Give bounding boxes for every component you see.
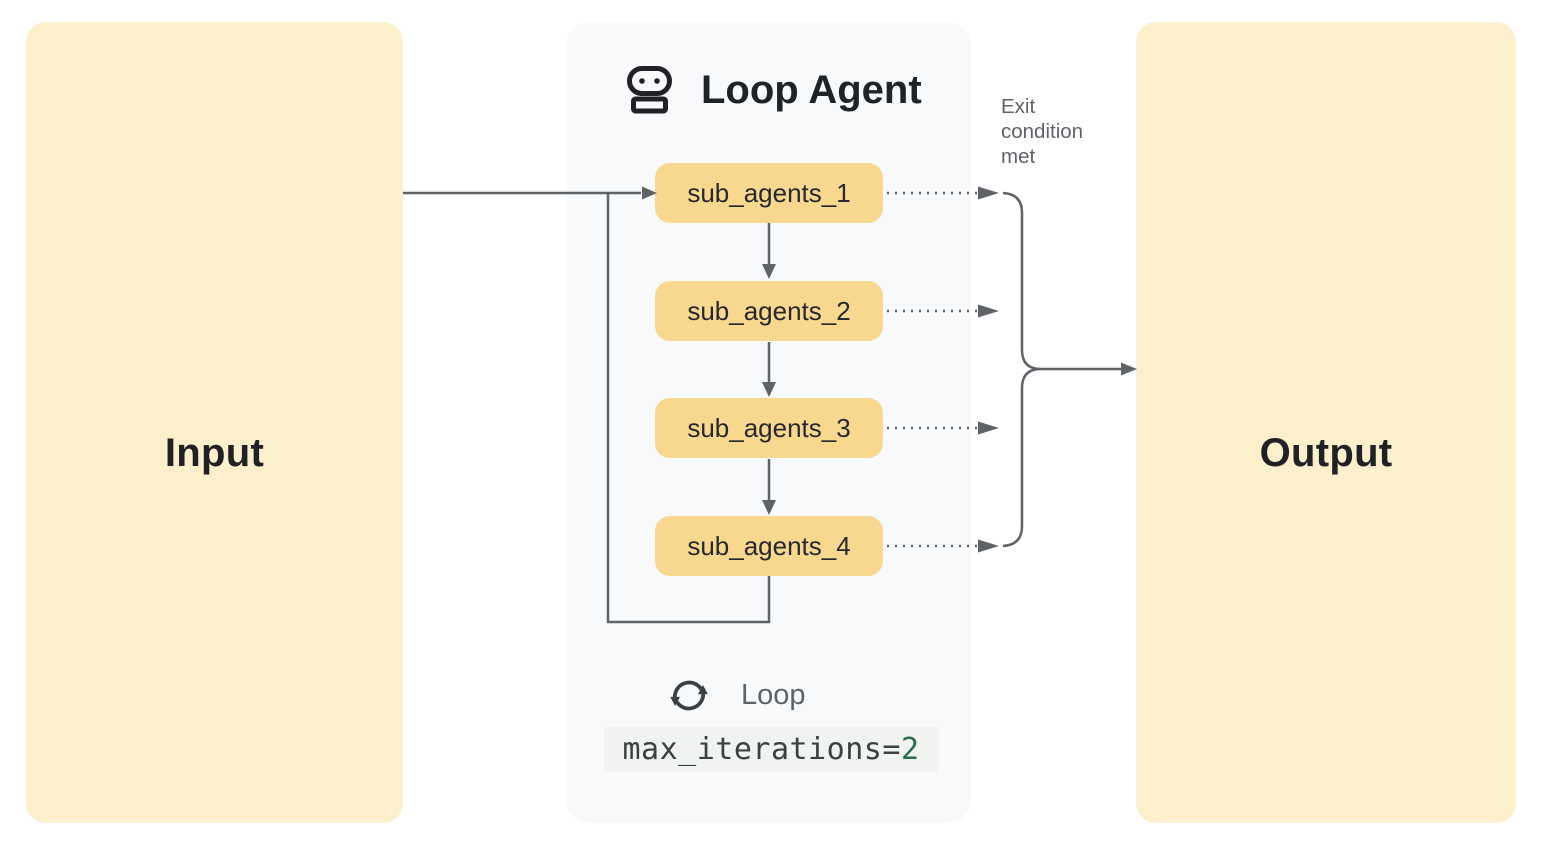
exit-arrowhead-1	[978, 186, 999, 200]
code-value: 2	[900, 732, 920, 767]
loop-agent-header: Loop Agent	[627, 66, 922, 114]
sub-agent-box-1: sub_agents_1	[655, 163, 883, 223]
sub-agent-label-2: sub_agents_2	[687, 295, 851, 326]
exit-brace-top	[1002, 191, 1042, 371]
output-label: Output	[1259, 431, 1393, 475]
sub-agent-label-3: sub_agents_3	[687, 412, 851, 443]
sub-agent-box-2: sub_agents_2	[655, 281, 883, 341]
code-prefix: max_iterations=	[622, 732, 901, 767]
input-label: Input	[164, 431, 265, 475]
exit-arrowhead-3	[978, 421, 999, 435]
loop-agent-title: Loop Agent	[701, 67, 922, 112]
loop-sync-icon	[670, 680, 708, 711]
sub-agent-box-3: sub_agents_3	[655, 398, 883, 458]
input-box: Input	[26, 22, 403, 823]
loop-label: Loop	[741, 679, 806, 711]
loop-footer: Loop	[668, 676, 806, 715]
exit-condition-label: Exit condition met	[1001, 95, 1084, 168]
sub-agent-label-1: sub_agents_1	[687, 177, 851, 208]
sub-agent-box-4: sub_agents_4	[655, 516, 883, 576]
robot-icon	[627, 66, 672, 114]
sub-agent-label-4: sub_agents_4	[687, 530, 851, 561]
output-box: Output	[1136, 22, 1516, 823]
max-iterations-code: max_iterations=2	[604, 727, 938, 772]
output-arrowhead	[1121, 362, 1137, 376]
exit-arrowhead-4	[978, 539, 999, 553]
exit-arrowhead-2	[978, 304, 999, 318]
exit-brace-bottom	[1002, 367, 1042, 548]
